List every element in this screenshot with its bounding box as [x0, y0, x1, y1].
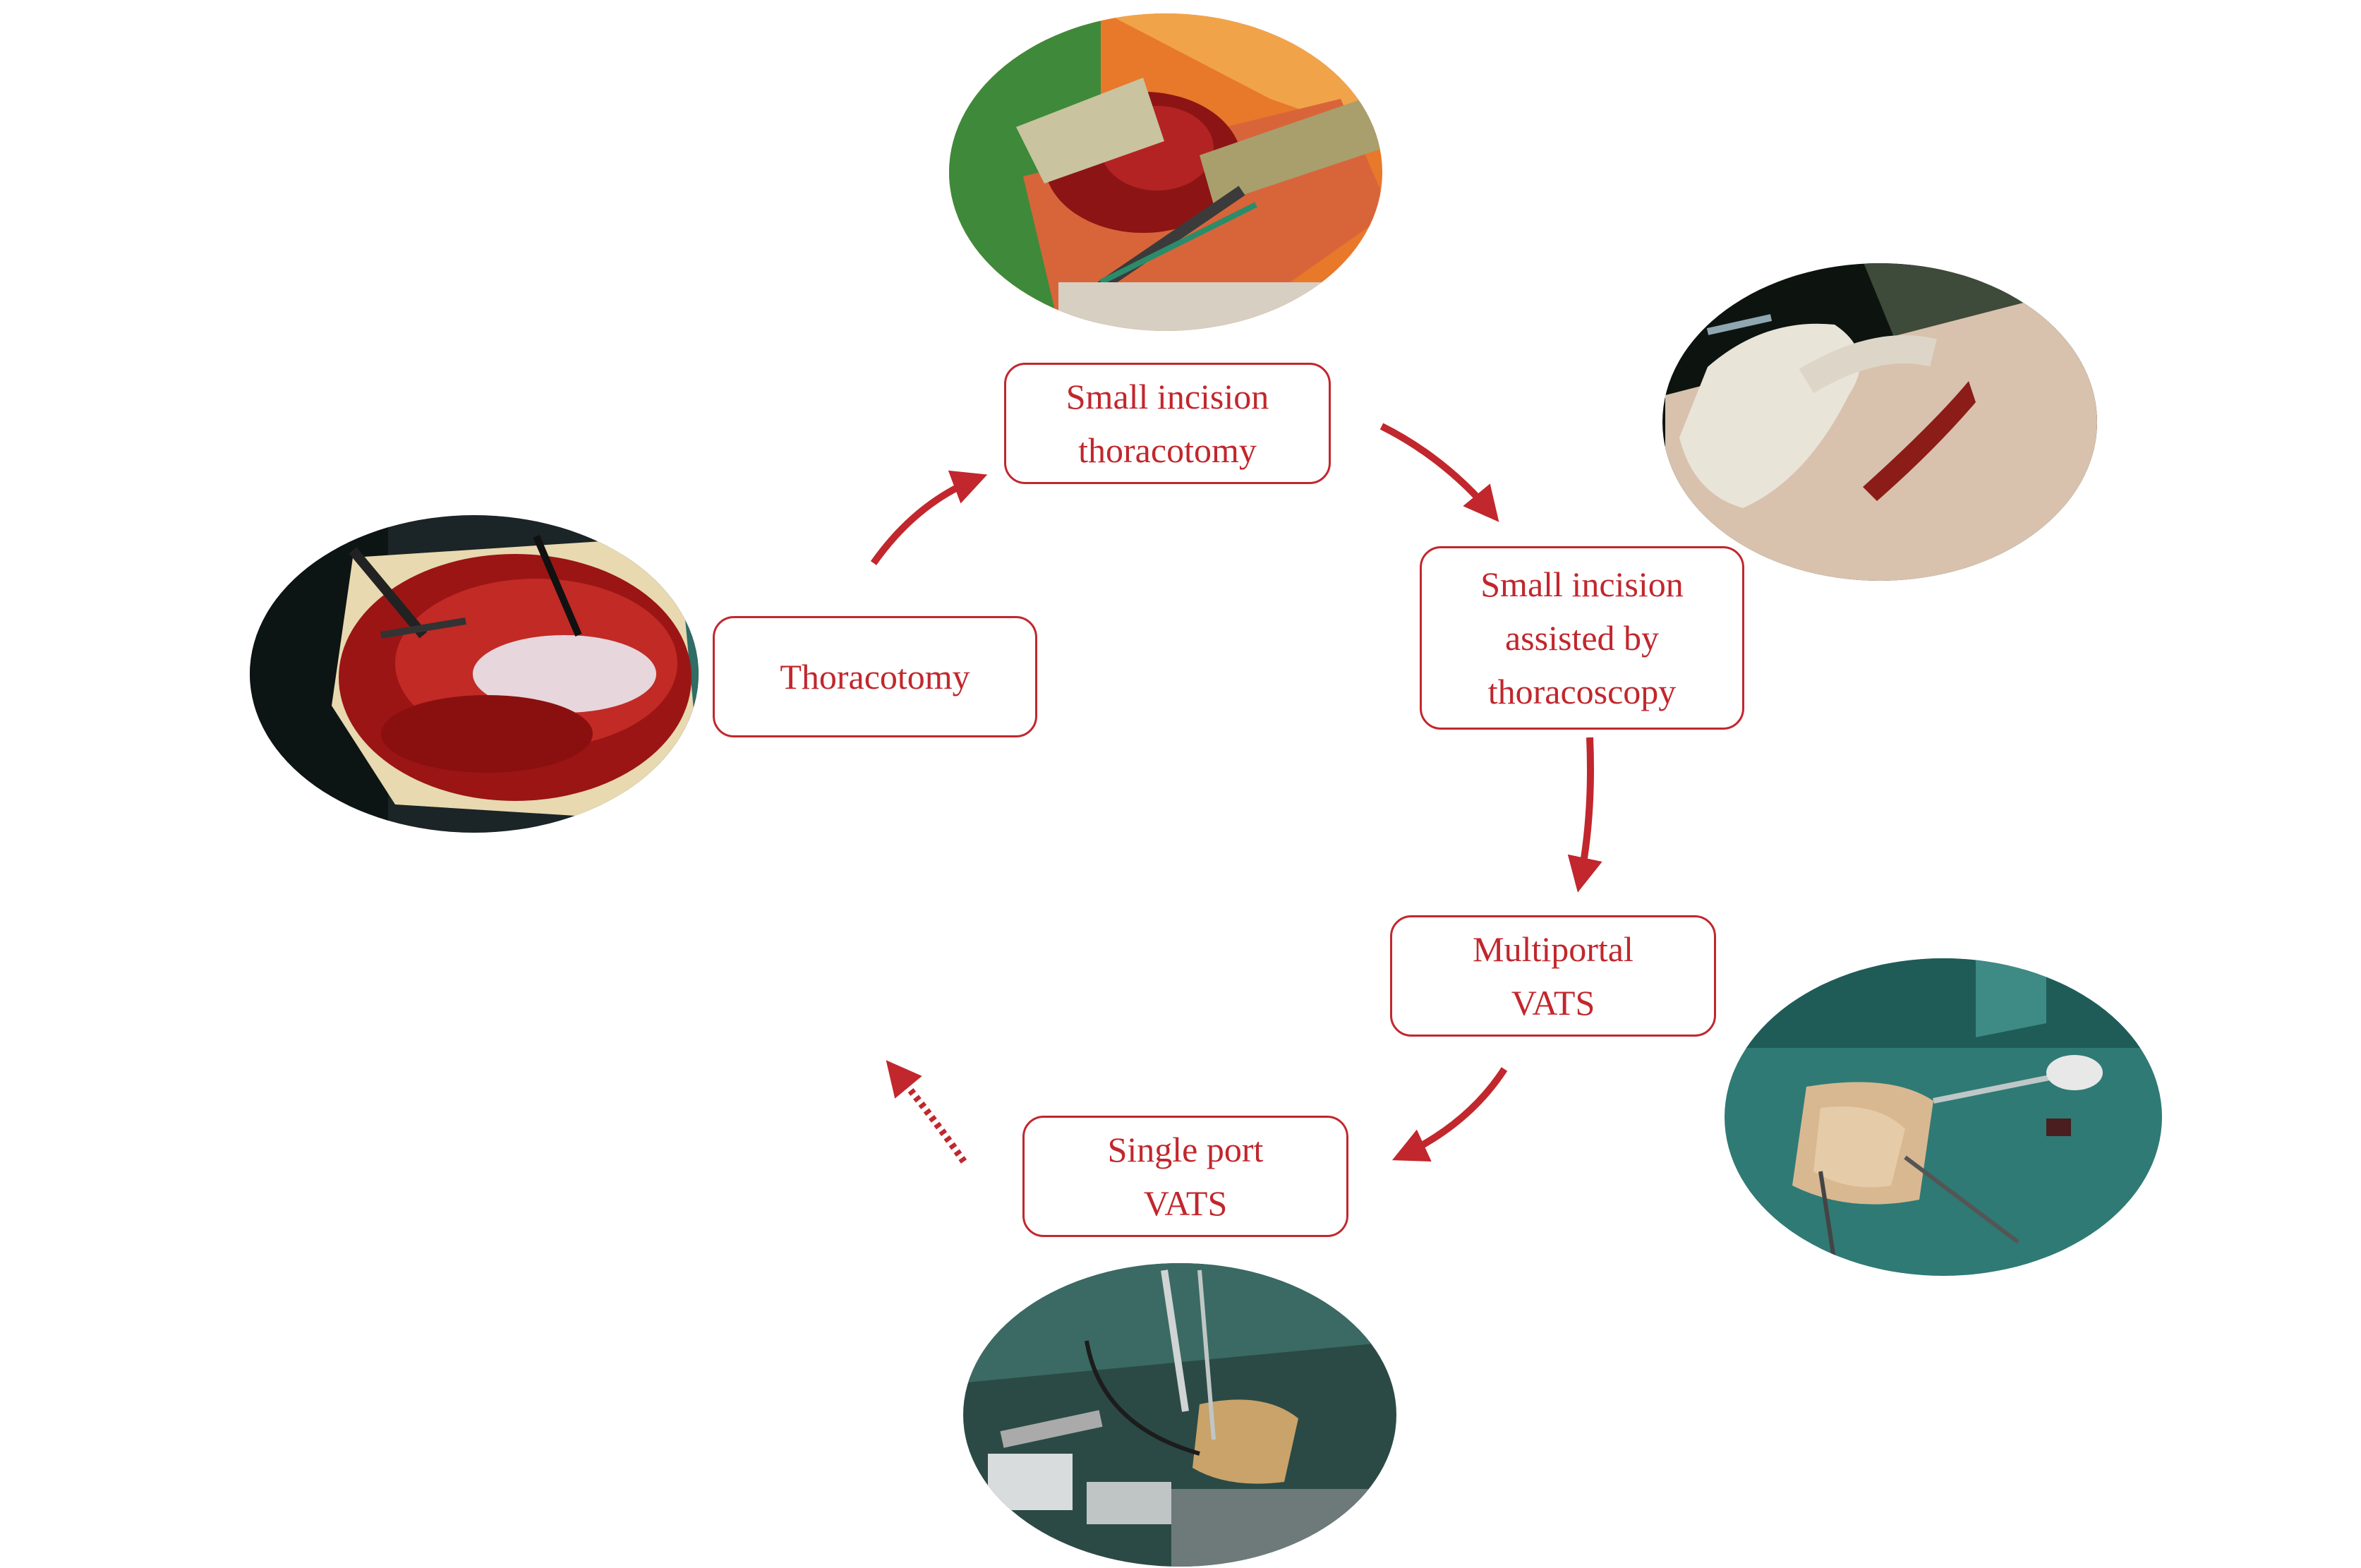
arrow-thoracotomy-to-small-incision [870, 470, 988, 565]
stage-small-incision-assisted: Small incision assisted by thoracoscopy [1420, 546, 1744, 730]
arrow-single-port-future-dashed [886, 1060, 967, 1164]
single-port-vats-photo [963, 1263, 1396, 1567]
multiportal-vats-photo [1725, 958, 2162, 1276]
stage-label: Multiportal VATS [1473, 929, 1634, 1023]
stage-label: Single port VATS [1107, 1130, 1264, 1223]
stage-label: Small incision assisted by thoracoscopy [1480, 565, 1684, 711]
stage-small-incision-thoracotomy: Small incision thoracotomy [1004, 363, 1331, 484]
stage-multiportal-vats: Multiportal VATS [1390, 915, 1716, 1037]
arrow-small-incision-to-assisted [1379, 423, 1499, 522]
arrow-multiportal-to-single-port [1391, 1067, 1508, 1162]
stage-label: Small incision thoracotomy [1065, 377, 1269, 470]
small-incision-assisted-photo [1662, 263, 2097, 581]
stage-single-port-vats: Single port VATS [1022, 1116, 1348, 1237]
arrow-assisted-to-multiportal [1567, 737, 1602, 893]
thoracotomy-photo [250, 515, 699, 833]
stage-thoracotomy: Thoracotomy [713, 616, 1037, 737]
stage-label: Thoracotomy [780, 657, 970, 696]
